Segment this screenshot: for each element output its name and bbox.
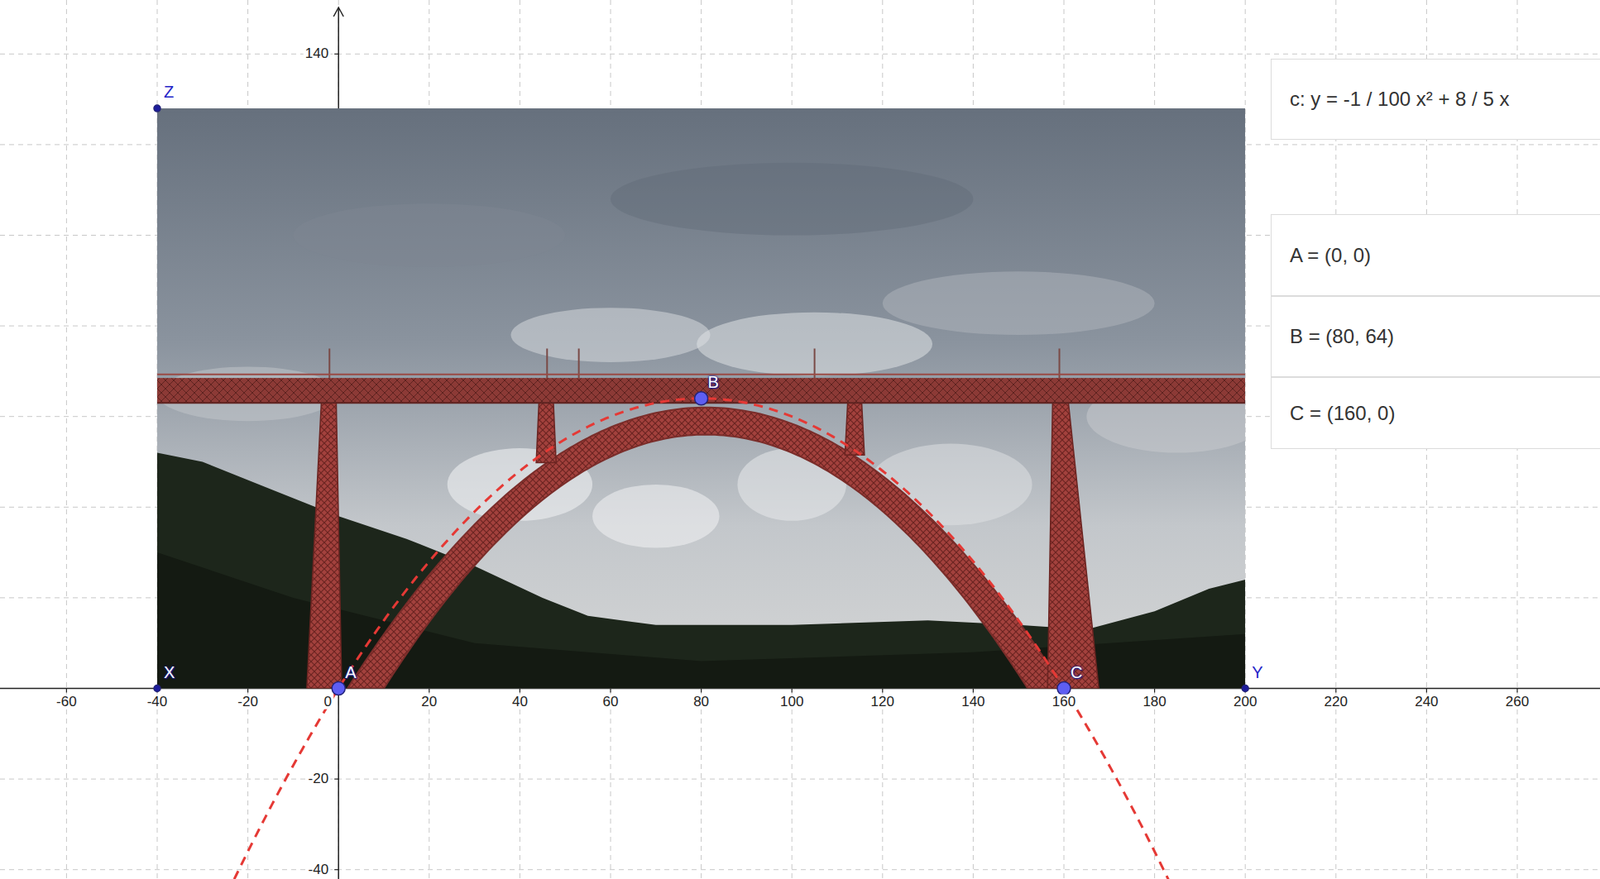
point-label: B — [708, 373, 719, 392]
axis-tick-label: 160 — [1050, 694, 1078, 710]
bridge-pier — [1047, 402, 1099, 689]
lamp-post — [814, 349, 816, 381]
tick-mark — [428, 689, 430, 694]
tick-mark — [609, 689, 611, 694]
deck-rail — [157, 373, 1246, 376]
algebra-text: A = (0, 0) — [1271, 244, 1371, 268]
axis-tick-label: -20 — [306, 771, 331, 788]
lamp-post — [328, 349, 331, 381]
axis-tick-label: 140 — [303, 46, 331, 63]
bridge-photo — [157, 108, 1246, 689]
tick-mark — [1154, 689, 1155, 694]
algebra-entry: C = (160, 0) — [1270, 377, 1600, 450]
axis-tick-label: 20 — [419, 694, 439, 710]
axis-tick-label: -40 — [145, 694, 170, 710]
tick-mark — [1426, 689, 1428, 694]
axis-tick-label: -20 — [235, 694, 260, 710]
bridge-pier — [306, 402, 342, 689]
cloud — [292, 203, 566, 268]
point-marker — [153, 685, 161, 693]
tick-mark — [334, 778, 339, 780]
point-label: Y — [1251, 663, 1263, 682]
parabola-curve — [220, 398, 1183, 879]
axis-tick-label: 120 — [869, 694, 896, 710]
tick-mark — [881, 689, 883, 694]
axis-tick-label: 200 — [1231, 694, 1259, 710]
axis-tick-label: 220 — [1322, 694, 1350, 710]
tick-mark — [519, 689, 521, 694]
algebra-entry: c: y = -1 / 100 x² + 8 / 5 x — [1270, 58, 1600, 140]
tick-mark — [1335, 689, 1337, 694]
tick-mark — [334, 53, 339, 55]
point-marker — [694, 392, 709, 406]
lamp-post — [546, 349, 548, 381]
algebra-text: C = (160, 0) — [1271, 402, 1395, 426]
point-marker — [153, 105, 161, 112]
point-marker — [1241, 685, 1249, 693]
grid-line — [0, 53, 1600, 55]
tick-mark — [791, 689, 793, 694]
bridge-pier — [536, 402, 556, 463]
tick-mark — [1516, 689, 1518, 694]
lamp-post — [1058, 349, 1061, 381]
axis-tick-label: -40 — [306, 862, 331, 878]
axis-tick-label: 240 — [1413, 694, 1440, 710]
algebra-text: B = (80, 64) — [1271, 325, 1395, 349]
point-label: X — [163, 663, 175, 682]
tick-mark — [700, 689, 702, 694]
grid-line — [66, 0, 68, 879]
cloud — [610, 162, 973, 236]
axis-arrow — [333, 7, 344, 17]
point-label: Z — [163, 82, 174, 101]
axis-tick-label: 80 — [691, 694, 711, 710]
axis-tick-label: 0 — [321, 694, 333, 710]
axes — [0, 7, 1600, 879]
lamp-post — [578, 349, 580, 381]
axis-tick-label: -60 — [54, 694, 79, 710]
axis-tick-label: 260 — [1504, 694, 1531, 710]
cloud — [592, 484, 719, 549]
point-marker — [331, 682, 345, 696]
tick-mark — [334, 869, 339, 871]
grid-line — [0, 869, 1600, 871]
bridge-pier — [844, 402, 865, 456]
tick-mark — [66, 689, 68, 694]
grid-line — [0, 779, 1600, 781]
cloud — [510, 307, 710, 363]
axis-tick-label: 60 — [601, 694, 621, 710]
tick-mark — [972, 689, 974, 694]
point-label: C — [1070, 663, 1083, 682]
bridge-arch — [347, 407, 1064, 690]
tick-mark — [247, 689, 249, 694]
axis-tick-label: 140 — [959, 694, 987, 710]
axis-tick-label: 40 — [510, 694, 530, 710]
cloud — [882, 271, 1155, 336]
axis-tick-label: 180 — [1140, 694, 1168, 710]
algebra-text: c: y = -1 / 100 x² + 8 / 5 x — [1271, 87, 1509, 111]
axis-tick-label: 100 — [778, 694, 805, 710]
point-label: A — [344, 663, 356, 682]
algebra-entry: B = (80, 64) — [1270, 296, 1600, 378]
algebra-entry: A = (0, 0) — [1270, 214, 1600, 297]
point-marker — [1057, 682, 1071, 696]
